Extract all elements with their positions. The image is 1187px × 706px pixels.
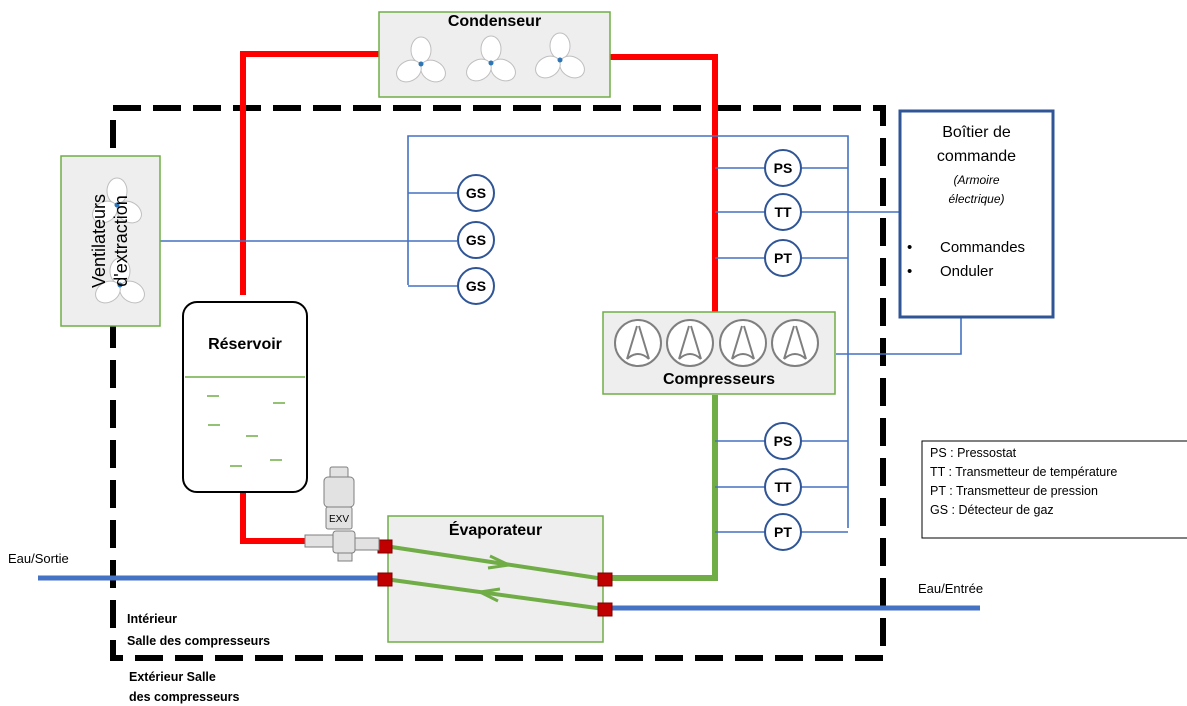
instrument-label: PT <box>774 250 792 266</box>
instrument-label: PT <box>774 524 792 540</box>
discharge-line <box>240 51 380 295</box>
low-side-temperature-transmitter: TT <box>764 468 802 506</box>
interior-zone-label-2: Salle des compresseurs <box>127 634 271 648</box>
legend-item-pt: PT : Transmetteur de pression <box>930 484 1098 498</box>
exv-label: EXV <box>328 514 349 525</box>
legend-item-tt: TT : Transmetteur de température <box>930 465 1118 479</box>
compressor-icon <box>719 319 767 367</box>
bullet-onduler: • <box>907 263 913 280</box>
liquid-line-to-condenser <box>610 54 718 312</box>
high-side-pressure-switch: PS <box>764 149 802 187</box>
control-box-title-2: commande <box>936 148 1017 165</box>
instrument-label: PS <box>774 433 793 449</box>
gas-detector-label: GS <box>466 185 486 201</box>
legend-item-ps: PS : Pressostat <box>930 446 1017 460</box>
compressor-icon <box>666 319 714 367</box>
control-item-onduler: Onduler <box>940 263 994 280</box>
reservoir-tank <box>182 301 308 493</box>
low-side-pressure-switch: PS <box>764 422 802 460</box>
evaporator-unit <box>377 515 613 643</box>
legend-item-gs: GS : Détecteur de gaz <box>930 503 1054 517</box>
instrument-label: TT <box>774 479 792 495</box>
extraction-fans-unit <box>60 155 161 327</box>
gas-detector-2: GS <box>457 221 495 259</box>
control-box <box>898 109 1055 319</box>
high-side-temperature-transmitter: TT <box>764 193 802 231</box>
expansion-valve <box>304 466 380 562</box>
condenser-unit <box>378 11 611 98</box>
instrument-label: PS <box>774 160 793 176</box>
compressors-label: Compresseurs <box>662 371 776 388</box>
control-item-commandes: Commandes <box>940 239 1026 256</box>
compressor-icon <box>614 319 662 367</box>
liquid-line-to-exv <box>240 493 305 544</box>
reservoir-label: Réservoir <box>208 336 282 353</box>
exterior-zone-label-2: des compresseurs <box>129 690 240 704</box>
legend-box <box>921 440 1187 539</box>
interior-zone-label-1: Intérieur <box>127 612 178 626</box>
suction-line <box>610 395 718 581</box>
control-box-subtitle-2: électrique) <box>948 192 1005 206</box>
high-side-pressure-transmitter: PT <box>764 239 802 277</box>
control-box-title-1: Boîtier de <box>942 124 1011 141</box>
gas-detector-3: GS <box>457 267 495 305</box>
water-inlet-label: Eau/Entrée <box>918 581 984 596</box>
control-box-subtitle-1: (Armoire <box>953 173 1000 187</box>
compressor-room-boundary <box>110 105 886 661</box>
condenser-label: Condenseur <box>447 13 542 30</box>
water-outlet-label: Eau/Sortie <box>8 551 69 566</box>
exterior-zone-label-1: Extérieur Salle <box>129 670 216 684</box>
evaporator-label: Évaporateur <box>448 522 543 539</box>
compressor-icon <box>771 319 819 367</box>
gas-detector-label: GS <box>466 232 486 248</box>
signal-wiring <box>160 135 962 533</box>
compressors-unit <box>602 311 836 395</box>
gas-detector-label: GS <box>466 278 486 294</box>
instrument-label: TT <box>774 204 792 220</box>
extraction-fans-label: Ventilateurs d'extraction <box>89 193 131 289</box>
gas-detector-1: GS <box>457 174 495 212</box>
bullet-commandes: • <box>907 239 913 256</box>
low-side-pressure-transmitter: PT <box>764 513 802 551</box>
